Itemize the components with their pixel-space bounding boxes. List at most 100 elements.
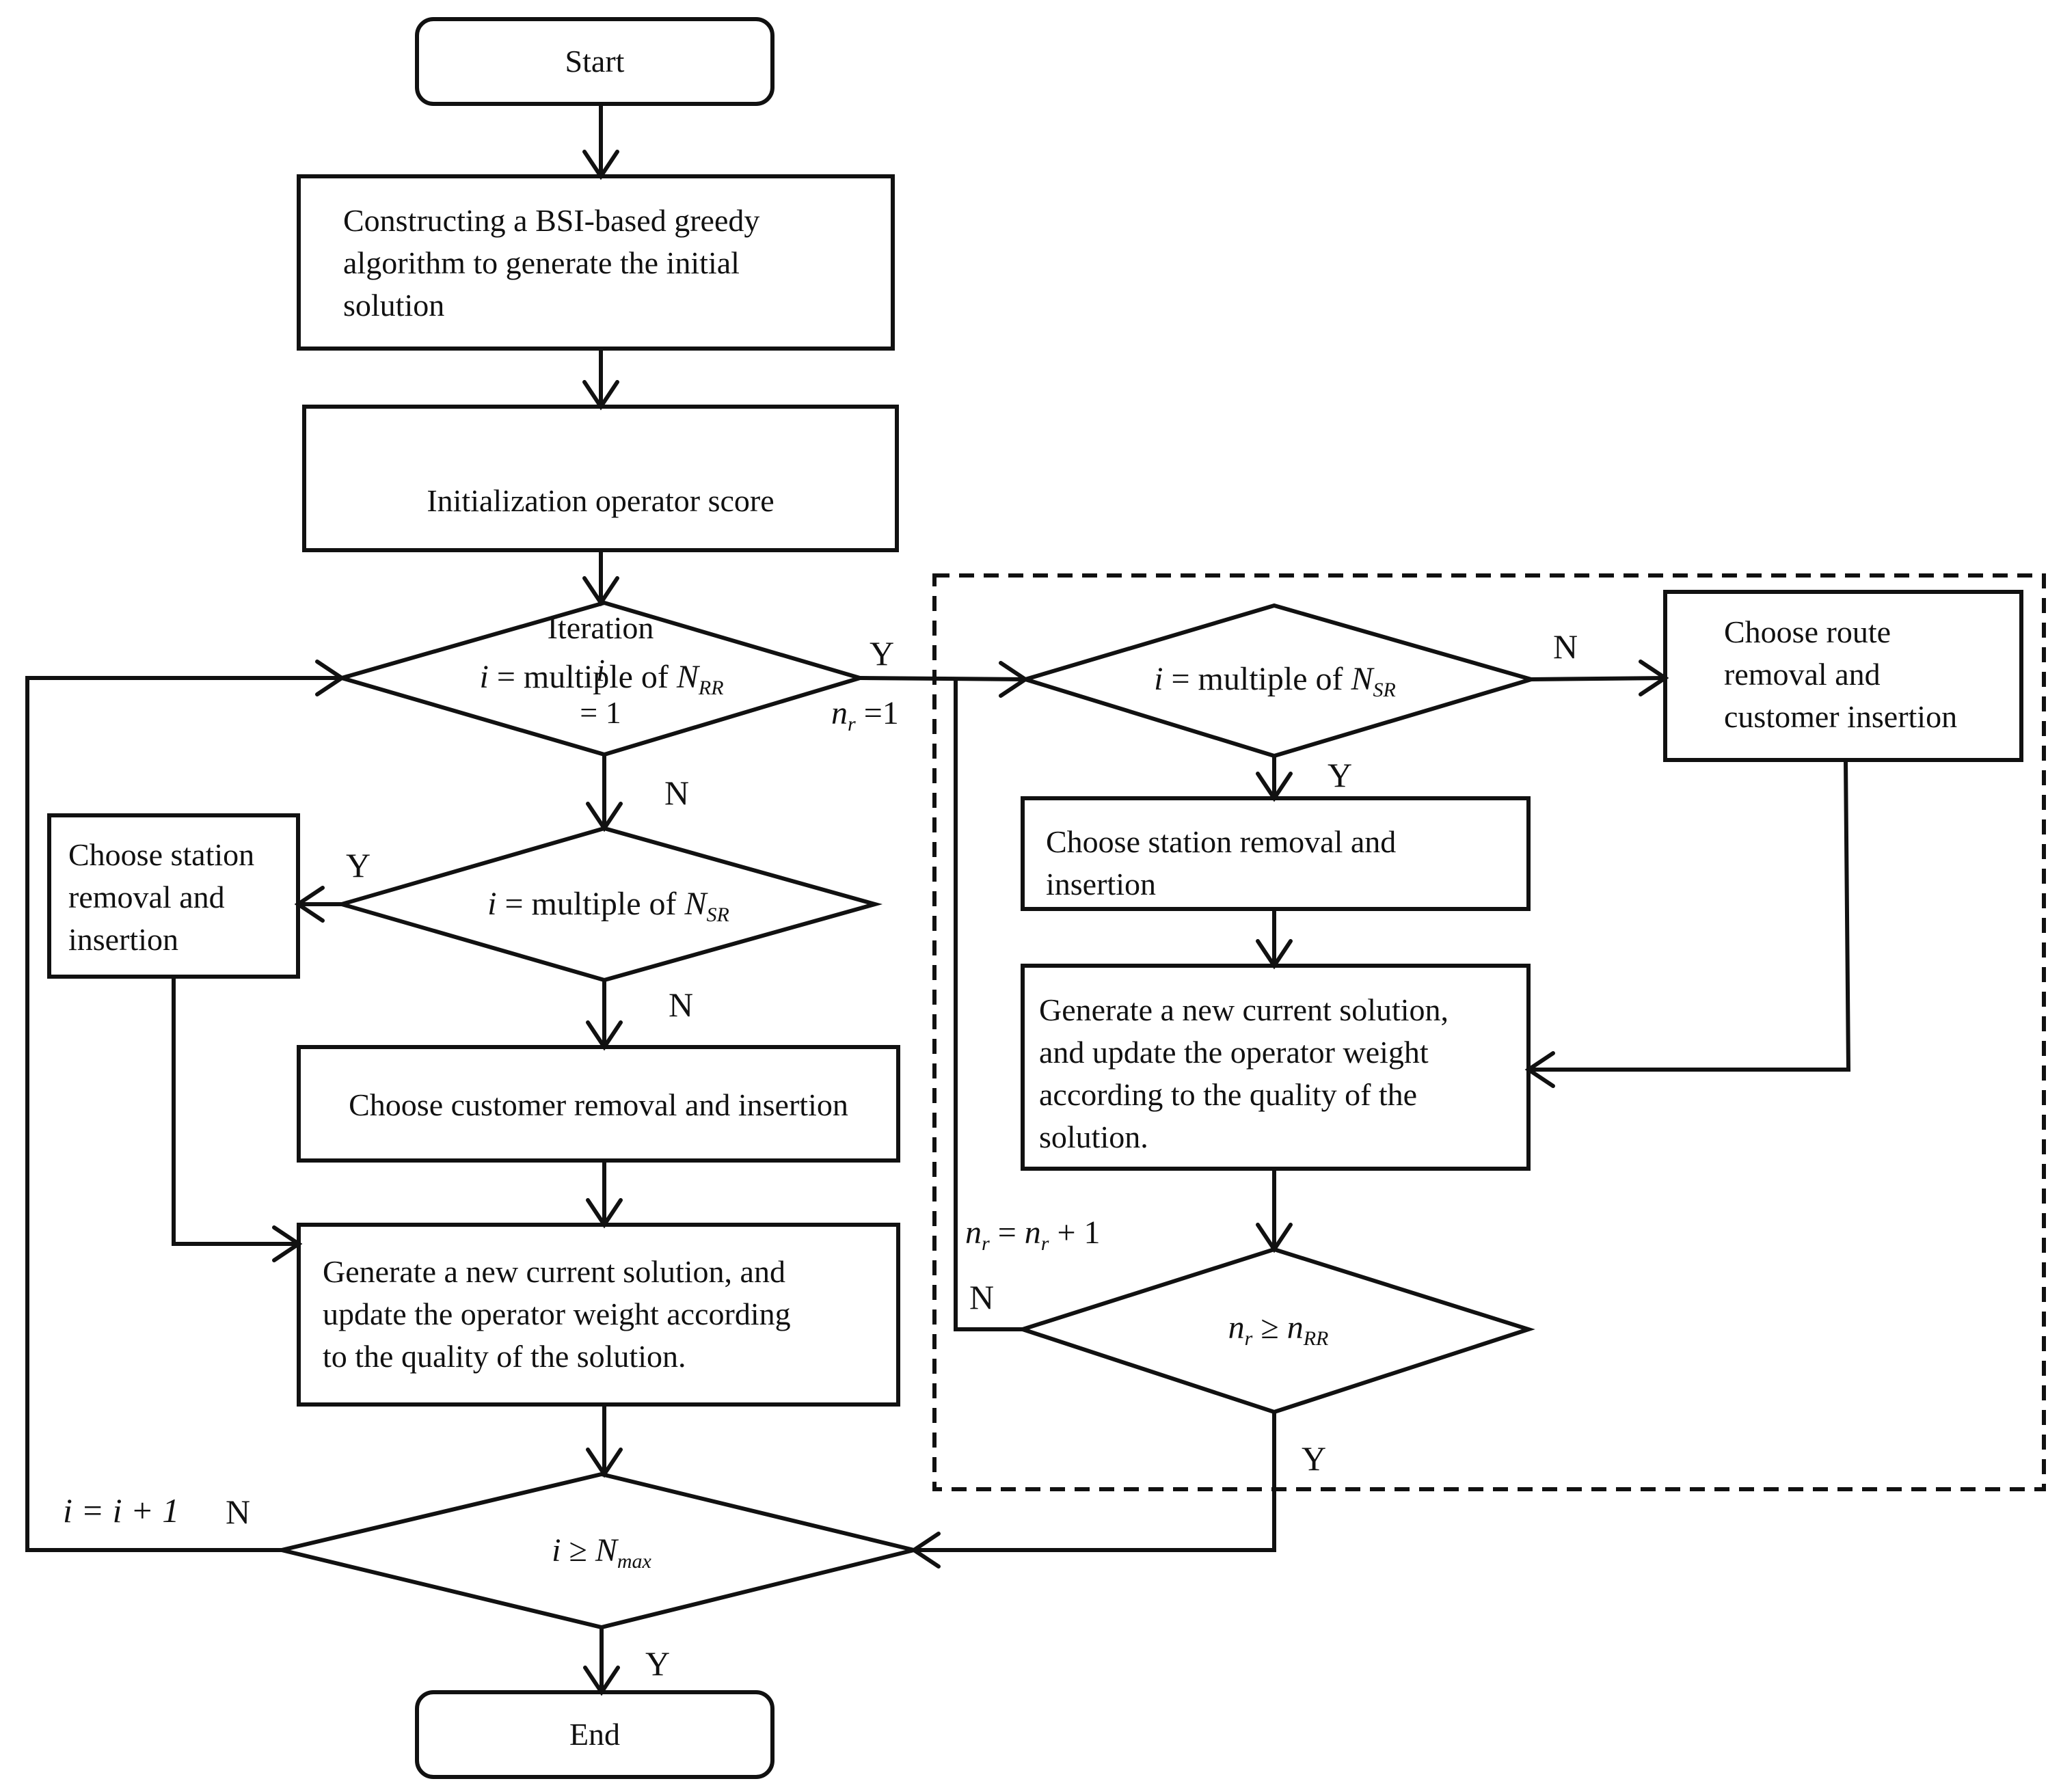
init-process-box	[302, 405, 899, 552]
dmax-var: i	[552, 1532, 561, 1569]
d4-n2: n	[1287, 1309, 1304, 1346]
nr-init-r: r	[848, 713, 856, 735]
greedy-label: Constructing a BSI-based greedy algorith…	[343, 203, 760, 323]
label-n-d4: N	[969, 1278, 995, 1316]
d2-var: i	[487, 886, 497, 922]
generate-left-box	[297, 1223, 900, 1407]
edge-station-left-generate	[172, 977, 299, 1246]
station-left-box	[47, 813, 300, 979]
d3-mid: = multiple of	[1171, 661, 1343, 697]
arrowhead-generate-right-top	[1256, 939, 1293, 970]
label-nr-init: nr =1	[831, 694, 899, 744]
label-y-d3: Y	[1328, 756, 1353, 794]
init-value: = 1	[580, 695, 621, 730]
label-y-d2: Y	[346, 846, 371, 884]
arrowhead-route	[1639, 660, 1669, 696]
arrowhead-end	[583, 1666, 620, 1696]
nr-inc-mid: =	[997, 1214, 1016, 1251]
arrowhead-d3	[999, 661, 1029, 698]
arrowhead-d1	[582, 576, 619, 607]
edge-d3-route	[1531, 676, 1666, 681]
dmax-sub: max	[617, 1550, 651, 1573]
edge-d4-loop	[954, 678, 1023, 1331]
decision-nr-ge-nrr	[1016, 1247, 1535, 1415]
customer-label: Choose customer removal and insertion	[349, 1087, 848, 1122]
route-removal-box	[1663, 590, 2023, 762]
label-y-d1: Y	[870, 634, 895, 673]
d2-mid: = multiple of	[504, 886, 677, 922]
init-var: i	[596, 653, 605, 688]
arrowhead-generate-left-side	[272, 1225, 303, 1262]
arrowhead-generate-left-top	[586, 1198, 623, 1229]
d3-var: i	[1154, 661, 1163, 697]
edge-loop-back	[25, 676, 342, 1552]
arrowhead-station-left	[294, 886, 325, 923]
nr-inc-n2: n	[1024, 1214, 1041, 1251]
station-right-label: Choose station removal and insertion	[1046, 824, 1397, 901]
d1-mid: = multiple of	[496, 659, 669, 695]
arrowhead-d2	[586, 802, 623, 832]
d4-r: r	[1244, 1327, 1253, 1350]
nr-init-n: n	[831, 695, 848, 731]
greedy-process-box	[297, 174, 895, 351]
decision-nmax-label: i ≥ Nmax	[437, 1530, 766, 1583]
arrowhead-init	[582, 380, 619, 411]
init-line-1: Initialization operator score	[427, 483, 774, 518]
generate-right-label: Generate a new current solution, and upd…	[1039, 992, 1449, 1154]
dmax-mid: ≥	[569, 1532, 587, 1569]
station-left-label: Choose station removal and insertion	[68, 837, 255, 957]
label-i-increment: i = i + 1	[63, 1491, 180, 1530]
d1-var: i	[479, 659, 489, 695]
arrowhead-greedy	[582, 150, 619, 180]
d1-sub: RR	[698, 677, 724, 699]
end-label: End	[569, 1717, 621, 1752]
edge-route-generate	[1528, 759, 1851, 1072]
arrowhead-generate-right-side	[1524, 1051, 1555, 1088]
d1-N: N	[676, 659, 699, 695]
arrowhead-dmax-side	[910, 1532, 941, 1569]
arrowhead-d4	[1256, 1223, 1293, 1253]
decision-nsr-left-label: i = multiple of NSR	[417, 883, 800, 936]
arrowhead-loop-d1	[315, 660, 346, 696]
label-y-dmax: Y	[645, 1644, 671, 1683]
d4-mid: ≥	[1261, 1309, 1279, 1346]
route-removal-loop-region	[932, 573, 2046, 1491]
nr-inc-n: n	[965, 1214, 982, 1251]
customer-process-box	[297, 1045, 900, 1163]
decision-nsr-right-label: i = multiple of NSR	[1087, 658, 1463, 711]
decision-nrr-count-label: nr ≥ nRR	[1128, 1307, 1429, 1360]
end-terminal	[415, 1690, 774, 1779]
route-label: Choose route removal and customer insert…	[1724, 614, 1958, 734]
edge-d4-dmax	[914, 1412, 1276, 1552]
label-nr-increment: nr = nr + 1	[965, 1214, 1101, 1263]
arrowhead-station-right	[1256, 772, 1293, 802]
edge-d1-d3	[859, 676, 1026, 681]
start-label: Start	[565, 44, 625, 79]
d2-N: N	[684, 886, 707, 922]
arrowhead-customer	[586, 1020, 623, 1051]
arrowhead-dmax	[586, 1448, 623, 1478]
nr-init-rest: =1	[863, 695, 899, 731]
d4-n: n	[1228, 1309, 1245, 1346]
dmax-N: N	[595, 1532, 617, 1569]
label-n-d1: N	[664, 774, 690, 812]
label-n-dmax: N	[226, 1493, 251, 1531]
d3-N: N	[1351, 661, 1373, 697]
nr-inc-r: r	[982, 1232, 990, 1255]
init-iteration-word: Iteration	[547, 610, 654, 645]
nr-inc-rest: + 1	[1057, 1214, 1101, 1251]
d4-sub: RR	[1303, 1327, 1329, 1350]
label-n-d3: N	[1553, 627, 1578, 666]
init-label: Initialization operator score Iteration …	[304, 437, 897, 776]
d2-sub: SR	[706, 904, 729, 926]
label-y-d4: Y	[1302, 1439, 1327, 1478]
d3-sub: SR	[1373, 679, 1396, 701]
nr-inc-r2: r	[1040, 1232, 1049, 1255]
start-terminal	[415, 17, 774, 106]
decision-nrr-label: i = multiple of NRR	[410, 656, 793, 709]
generate-left-label: Generate a new current solution, and upd…	[323, 1254, 791, 1374]
label-n-d2: N	[669, 986, 694, 1024]
init-line-2: Iteration i = 1	[304, 565, 897, 734]
